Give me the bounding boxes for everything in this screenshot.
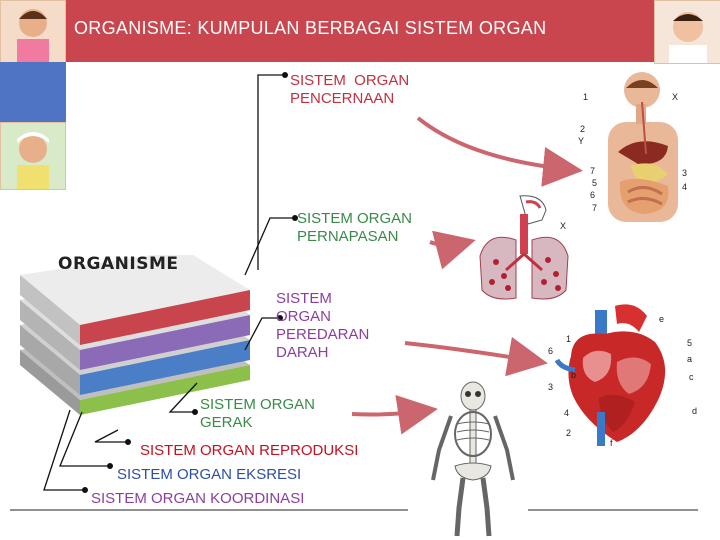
child-icon (669, 12, 707, 63)
digestive-label-x: X (672, 92, 679, 102)
label-reproduksi: SISTEM ORGAN REPRODUKSI (140, 442, 359, 459)
heart-label-3: 3 (548, 382, 554, 392)
child-icon (17, 9, 49, 63)
layer-blue-edge (20, 325, 80, 395)
digestive-label-y: Y (578, 136, 585, 146)
child-icon (17, 132, 49, 189)
heart-label-6: 6 (548, 346, 554, 356)
left-blue-block (0, 62, 66, 122)
digestive-label-7b: 7 (592, 203, 598, 213)
lungs-image (479, 195, 569, 300)
label-pencernaan-line2: PENCERNAAN (290, 90, 395, 107)
heart-label-1: 1 (566, 334, 572, 344)
child-photo-left (0, 122, 66, 190)
heart-label-e: e (659, 314, 665, 324)
title-bar (66, 0, 654, 62)
heart-image (555, 304, 666, 446)
arrow-to-skeleton (351, 394, 438, 435)
child-photo-top-right (654, 0, 720, 64)
digestive-label-7: 7 (590, 166, 596, 176)
layer-blue (80, 340, 250, 395)
heart-label-b: b (571, 370, 577, 380)
label-peredaran-line4: DARAH (276, 344, 329, 361)
digestive-label-2: 2 (580, 124, 586, 134)
connector-koordinasi (43, 409, 85, 491)
digestive-system-image (608, 72, 678, 222)
layer-purple (80, 315, 250, 370)
organisme-label: ORGANISME (58, 254, 179, 274)
label-gerak-line2: GERAK (200, 414, 253, 431)
connector-gerak (168, 382, 198, 413)
digestive-label-6: 6 (590, 190, 596, 200)
heart-label-5: 5 (687, 338, 693, 348)
heart-label-d: d (692, 406, 698, 416)
heart-label-c: c (689, 372, 694, 382)
connector-ekskresi (59, 411, 110, 467)
layer-purple-edge (20, 300, 80, 370)
label-pernapasan: SISTEM ORGAN PERNAPASAN (297, 210, 412, 246)
page-title: ORGANISME: KUMPULAN BERBAGAI SISTEM ORGA… (74, 18, 547, 38)
digestive-label-4: 4 (682, 182, 688, 192)
skeleton-image (431, 381, 515, 537)
digestive-label-3: 3 (682, 168, 688, 178)
label-pencernaan: SISTEM ORGAN PENCERNAAN (290, 72, 409, 108)
label-gerak-line1: SISTEM ORGAN (200, 396, 316, 413)
layer-red-edge (20, 275, 80, 345)
heart-label-4: 4 (564, 408, 570, 418)
label-koordinasi: SISTEM ORGAN KOORDINASI (91, 490, 305, 507)
digestive-label-1: 1 (583, 92, 589, 102)
connector-peredaran (244, 317, 280, 351)
heart-label-a: a (687, 354, 693, 364)
label-pernapasan-line2: PERNAPASAN (297, 228, 399, 245)
connector-pernapasan (244, 217, 295, 276)
organism-layer-stack (20, 255, 250, 415)
heart-label-f: f (610, 438, 613, 448)
heart-label-2: 2 (566, 428, 572, 438)
label-peredaran-line3: PEREDARAN (276, 326, 370, 343)
layer-green (80, 365, 250, 415)
digestive-label-5: 5 (592, 178, 598, 188)
label-gerak: SISTEM ORGAN GERAK (200, 396, 315, 432)
arrow-to-heart (404, 336, 548, 377)
label-ekskresi: SISTEM ORGAN EKSRESI (117, 466, 302, 483)
label-peredaran-line2: ORGAN (276, 308, 332, 325)
layer-red-top (20, 255, 250, 325)
label-pencernaan-line1: SISTEM ORGAN (290, 72, 410, 89)
connector-pencernaan (257, 74, 285, 270)
child-photo-top-left (0, 0, 66, 64)
connector-reproduksi (94, 429, 128, 443)
layer-green-edge (20, 350, 80, 415)
label-peredaran-line1: SISTEM (276, 290, 332, 307)
layer-red (80, 290, 250, 345)
label-peredaran: SISTEM ORGAN PEREDARAN DARAH (276, 290, 369, 362)
label-pernapasan-line1: SISTEM ORGAN (297, 210, 413, 227)
arrow-to-lungs (429, 230, 476, 270)
arrow-to-digestive (416, 116, 583, 187)
lung-label-x: X (560, 221, 567, 231)
